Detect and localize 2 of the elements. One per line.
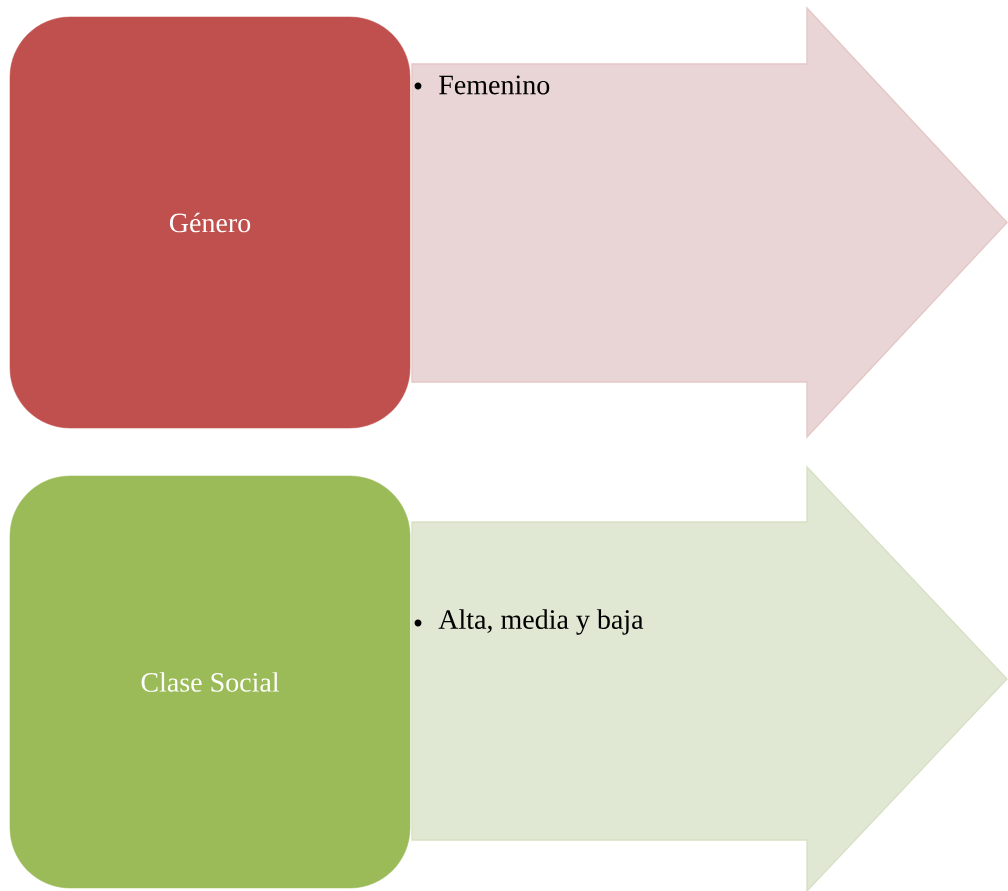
rounded-box: Clase Social (9, 475, 411, 889)
rounded-box: Género (9, 16, 411, 429)
